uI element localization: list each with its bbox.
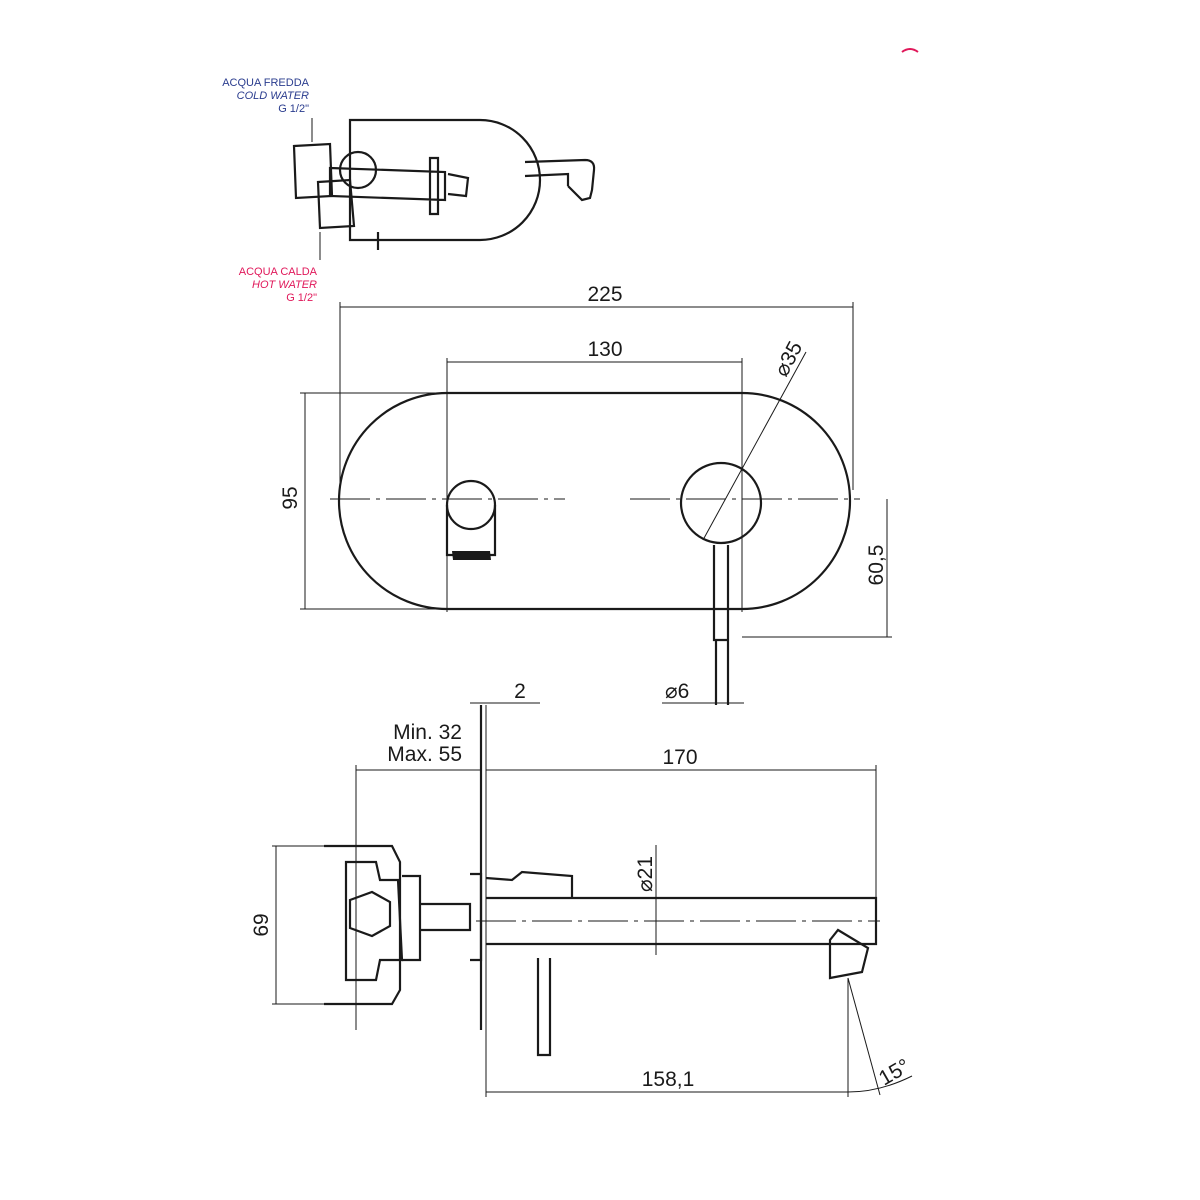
cold-label-thread: G 1/2"	[278, 103, 309, 115]
front-dimensions	[300, 302, 892, 704]
hot-label-it: ACQUA CALDA	[239, 266, 318, 278]
side-lever	[536, 958, 552, 1057]
perspective-hot-inlet	[316, 178, 356, 230]
cold-label-it: ACQUA FREDDA	[222, 77, 309, 89]
dim-95: 95	[279, 486, 302, 509]
side-view	[324, 705, 880, 1057]
dim-69: 69	[250, 913, 273, 936]
dim-225: 225	[587, 283, 622, 306]
perspective-view	[292, 118, 596, 260]
dim-170: 170	[662, 746, 697, 769]
front-handle-rosette	[679, 461, 763, 545]
dim-15-arc	[847, 1075, 913, 1093]
brand-mark	[901, 48, 919, 53]
dim-max: Max. 55	[387, 743, 462, 766]
dim-35-line	[702, 351, 807, 541]
side-cartridge-nut	[344, 860, 404, 982]
front-view	[330, 358, 860, 705]
dim-60-5: 60,5	[865, 545, 888, 586]
front-spout-circle	[445, 479, 497, 531]
dim-min: Min. 32	[393, 721, 462, 744]
dim-15: 15°	[875, 1055, 914, 1091]
hot-label-thread: G 1/2"	[286, 292, 317, 304]
cold-label-en: COLD WATER	[237, 90, 309, 102]
dim-2: 2	[514, 680, 526, 703]
dim-130: 130	[587, 338, 622, 361]
side-cartridge-stem	[402, 872, 483, 962]
side-dimensions	[272, 702, 913, 1097]
perspective-spout	[524, 158, 596, 202]
perspective-cartridge	[338, 150, 378, 190]
side-spout-body	[485, 870, 574, 898]
dim-158-1: 158,1	[642, 1068, 695, 1091]
perspective-cold-inlet	[292, 142, 334, 200]
dim-6: ⌀6	[665, 680, 689, 703]
dim-15-line	[847, 977, 881, 1096]
side-spout-outlet	[828, 928, 870, 980]
front-plate-outline	[337, 391, 852, 611]
perspective-handle	[328, 156, 470, 216]
front-spout-aerator	[452, 551, 491, 560]
hot-label-en: HOT WATER	[252, 279, 317, 291]
perspective-plate	[348, 118, 542, 242]
front-lever	[712, 545, 730, 705]
dim-21: ⌀21	[634, 856, 657, 892]
